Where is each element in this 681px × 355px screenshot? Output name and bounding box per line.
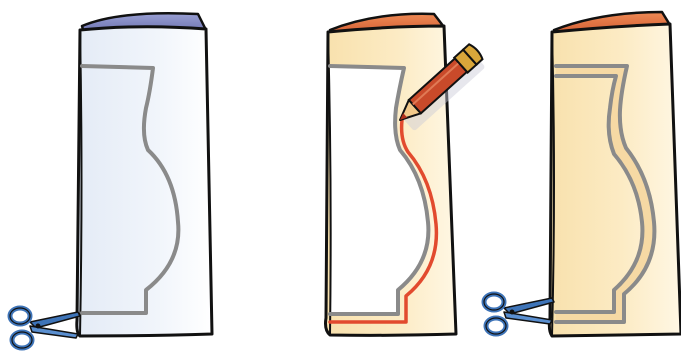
scissors-icon (10, 308, 80, 348)
scissors-icon (484, 294, 554, 334)
folded-paper-step-3 (549, 12, 681, 336)
folded-paper-step-1 (77, 13, 212, 336)
folded-paper-step-2 (326, 14, 490, 336)
